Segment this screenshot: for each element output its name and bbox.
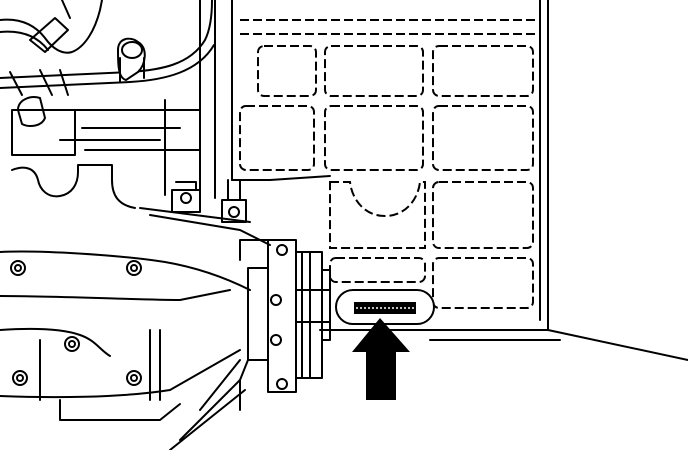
gasket-plate [0,250,251,450]
stamped-number-marks [354,302,416,314]
flange-assembly [239,239,331,411]
block-rib-pattern [239,19,540,309]
hose-clamp [117,37,146,83]
arrow-up-icon [352,318,410,400]
engine-block-outline [231,0,688,361]
hose-assembly [0,0,215,96]
stamp-pad [335,289,435,325]
mount-bracket [11,0,216,209]
bolt-fittings [139,179,271,246]
